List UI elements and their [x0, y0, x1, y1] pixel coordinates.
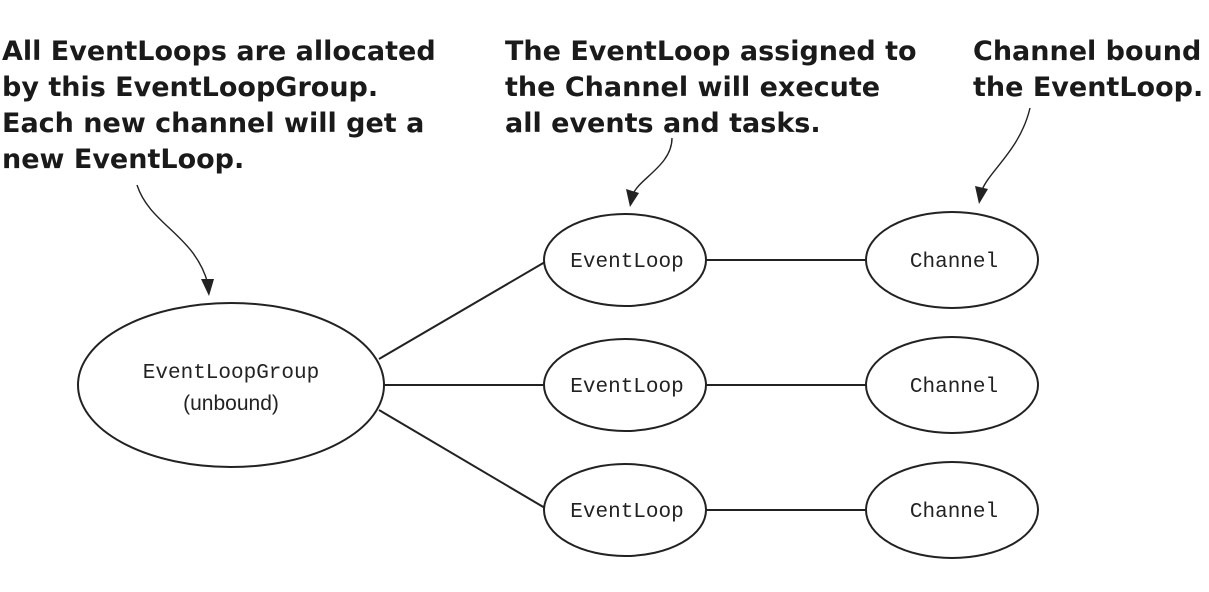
node-channel-label: Channel: [910, 501, 998, 524]
callout-loop-note-line: the Channel will execute: [505, 72, 880, 103]
pointer-arrow-group: [136, 184, 214, 296]
callout-loop-note-line: all events and tasks.: [505, 108, 821, 139]
arrowhead-icon: [201, 279, 214, 296]
node-channel-label: Channel: [910, 251, 998, 274]
node-eventloop-label: EventLoop: [570, 376, 683, 399]
pointer-arrow-loop: [626, 137, 673, 207]
node-channel-1: Channel: [865, 211, 1039, 309]
callout-loop-note-line: The EventLoop assigned to: [505, 36, 917, 67]
node-eventloop-2: EventLoop: [543, 338, 707, 432]
node-channel-3: Channel: [865, 461, 1039, 559]
arrowhead-icon: [626, 189, 639, 207]
edges: [378, 259, 866, 511]
callout-loop-note: The EventLoop assigned to the Channel wi…: [505, 36, 917, 139]
node-eventloop-3: EventLoop: [543, 463, 707, 557]
callout-group-note-line: new EventLoop.: [2, 144, 244, 175]
node-eventloop-label: EventLoop: [570, 251, 683, 274]
callout-channel-note-line: the EventLoop.: [973, 72, 1203, 103]
node-eventloopgroup: EventLoopGroup (unbound): [77, 302, 385, 468]
callout-channel-note: Channel bound to the EventLoop.: [973, 36, 1209, 103]
edge-group-to-loop-3: [378, 409, 546, 509]
callout-group-note-line: All EventLoops are allocated: [2, 36, 436, 67]
node-eventloop-1: EventLoop: [543, 213, 707, 307]
callout-group-note: All EventLoops are allocated by this Eve…: [2, 36, 436, 175]
callout-group-note-line: by this EventLoopGroup.: [2, 72, 378, 103]
node-eventloopgroup-sublabel: (unbound): [183, 392, 279, 415]
node-channel-label: Channel: [910, 376, 998, 399]
edge-group-to-loop-1: [378, 261, 546, 360]
node-eventloopgroup-label: EventLoopGroup: [143, 362, 319, 385]
arrowhead-icon: [975, 186, 988, 204]
node-channel-2: Channel: [865, 336, 1039, 434]
callout-group-note-line: Each new channel will get a: [2, 108, 424, 139]
callout-channel-note-line: Channel bound to: [973, 36, 1209, 67]
pointer-arrow-channel: [975, 107, 1031, 204]
node-eventloop-label: EventLoop: [570, 501, 683, 524]
